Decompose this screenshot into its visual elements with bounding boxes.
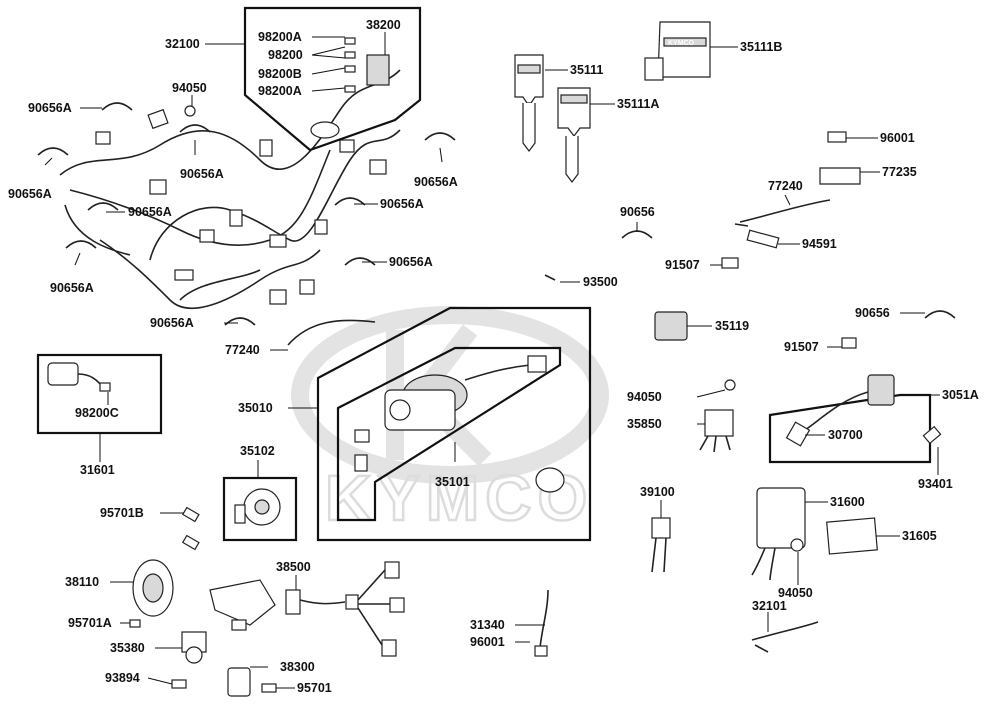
- bolts-misc: [129, 619, 277, 693]
- ignition-subassembly-outline: [336, 346, 562, 522]
- label-32101: 32101: [752, 599, 787, 613]
- label-90656A-7: 90656A: [380, 197, 424, 211]
- label-98200: 98200: [268, 48, 303, 62]
- regulator-35850: [699, 379, 736, 453]
- label-31340: 31340: [470, 618, 505, 632]
- cdi-31600: [751, 487, 806, 581]
- label-35380: 35380: [110, 641, 145, 655]
- label-90656-1: 90656: [620, 205, 655, 219]
- ignition-assembly-outline: [316, 306, 592, 542]
- cap-38300: [227, 667, 251, 697]
- sensor-31340: [534, 589, 549, 657]
- label-3051A: 3051A: [942, 388, 979, 402]
- label-91507-2: 91507: [784, 340, 819, 354]
- label-77240-2: 77240: [225, 343, 260, 357]
- label-90656A-8: 90656A: [389, 255, 433, 269]
- label-93500: 93500: [583, 275, 618, 289]
- label-90656A-5: 90656A: [50, 281, 94, 295]
- label-90656A-3: 90656A: [180, 167, 224, 181]
- switch-31601: [47, 362, 111, 392]
- label-38300: 38300: [280, 660, 315, 674]
- label-95701: 95701: [297, 681, 332, 695]
- label-90656A-6: 90656A: [414, 175, 458, 189]
- bracket-38500: [209, 561, 405, 657]
- clamp-icons: [37, 102, 456, 326]
- label-95701A: 95701A: [68, 616, 112, 630]
- label-35111: 35111: [570, 63, 603, 77]
- label-94050-3: 94050: [778, 586, 813, 600]
- key-35111A: [557, 87, 591, 183]
- label-91507-1: 91507: [665, 258, 700, 272]
- label-39100: 39100: [640, 485, 675, 499]
- label-35101: 35101: [435, 475, 470, 489]
- leader-lines: [44, 32, 940, 689]
- label-96001-2: 96001: [470, 635, 505, 649]
- key-35111: [514, 54, 544, 152]
- label-38200: 38200: [366, 18, 401, 32]
- label-30700: 30700: [828, 428, 863, 442]
- label-32100: 32100: [165, 37, 200, 51]
- label-95701B: 95701B: [100, 506, 144, 520]
- label-94050-1: 94050: [172, 81, 207, 95]
- label-98200B: 98200B: [258, 67, 302, 81]
- cable-77240: [287, 319, 376, 346]
- ignition-coil-3051A: [785, 374, 942, 447]
- bracket-31605-shape: [826, 517, 878, 555]
- label-35010: 35010: [238, 401, 273, 415]
- label-38110: 38110: [65, 575, 99, 589]
- label-98200A-1: 98200A: [258, 30, 302, 44]
- label-90656A-4: 90656A: [128, 205, 172, 219]
- harness-32101: [751, 621, 819, 653]
- label-31605: 31605: [902, 529, 937, 543]
- part-labels: 32100 98200A 98200 98200B 98200A 38200 9…: [8, 18, 979, 695]
- rotor-35102: [234, 488, 281, 526]
- label-35111A: 35111A: [617, 97, 659, 111]
- label-90656A-1: 90656A: [28, 101, 72, 115]
- label-35111B: 35111B: [740, 40, 782, 54]
- label-35850: 35850: [627, 417, 662, 431]
- label-35102: 35102: [240, 444, 275, 458]
- rotor-box-outline: [222, 476, 298, 542]
- label-94050-2: 94050: [627, 390, 662, 404]
- label-38500: 38500: [276, 560, 311, 574]
- label-98200A-2: 98200A: [258, 84, 302, 98]
- sensor-39100: [651, 517, 671, 573]
- nut-94050: [790, 538, 804, 552]
- label-93401: 93401: [918, 477, 953, 491]
- ignition-switch: [354, 355, 565, 493]
- label-96001-1: 96001: [880, 131, 915, 145]
- horn-38110: [132, 559, 174, 617]
- label-90656-2: 90656: [855, 306, 890, 320]
- label-35119: 35119: [715, 319, 749, 333]
- label-93894: 93894: [105, 671, 140, 685]
- wiring-harness: [59, 37, 401, 310]
- bolt-95701B: [181, 506, 200, 551]
- relay-group-outline: [243, 6, 422, 152]
- label-31601: 31601: [80, 463, 115, 477]
- label-31600: 31600: [830, 495, 865, 509]
- label-77240-1: 77240: [768, 179, 803, 193]
- seat-lock-parts: [544, 131, 956, 349]
- relay-35380: [181, 631, 207, 664]
- key-35111B: KYMCO: [644, 21, 711, 81]
- label-77235: 77235: [882, 165, 917, 179]
- label-94591: 94591: [802, 237, 837, 251]
- part-35119-shape: [654, 311, 688, 341]
- label-90656A-2: 90656A: [8, 187, 52, 201]
- key-brand-text: KYMCO: [668, 40, 695, 47]
- label-90656A-9: 90656A: [150, 316, 194, 330]
- label-98200C: 98200C: [75, 406, 119, 420]
